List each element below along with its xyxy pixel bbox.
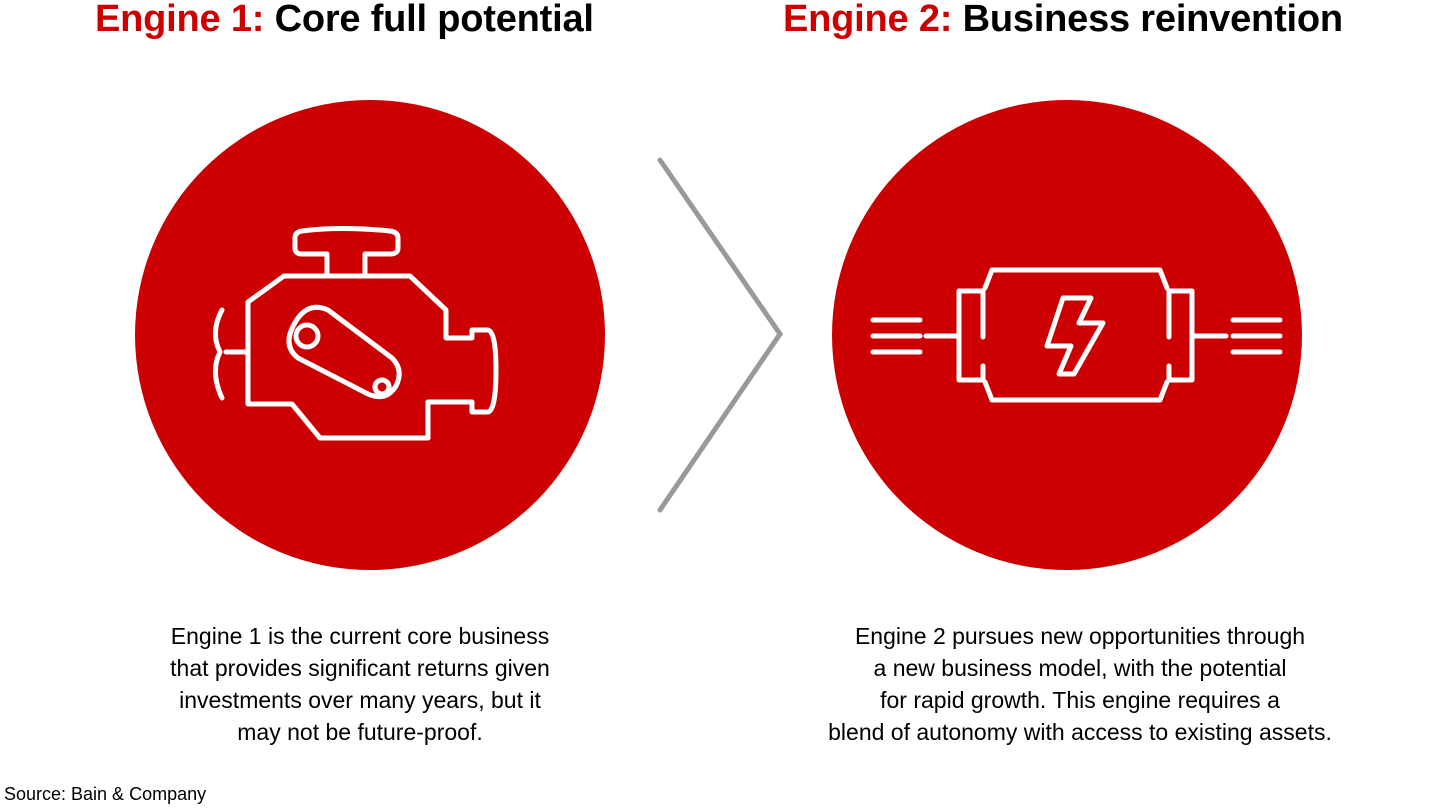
engine1-description-line: that provides significant returns given	[170, 655, 550, 681]
engine2-title: Engine 2: Business reinvention	[783, 0, 1343, 41]
chevron-right-icon	[657, 157, 784, 513]
engine1-label: Engine 1:	[95, 0, 265, 40]
engine2-description-line: blend of autonomy with access to existin…	[828, 719, 1332, 745]
engine1-description: Engine 1 is the current core business th…	[90, 620, 630, 748]
engine1-description-line: investments over many years, but it	[179, 687, 541, 713]
engine2-description: Engine 2 pursues new opportunities throu…	[770, 620, 1390, 748]
electric-motor-icon	[870, 267, 1283, 403]
engine2-description-line: Engine 2 pursues new opportunities throu…	[854, 623, 1306, 649]
engine1-heading: Core full potential	[274, 0, 594, 40]
engine2-label: Engine 2:	[783, 0, 953, 40]
engine2-heading: Business reinvention	[962, 0, 1344, 40]
source-note: Source: Bain & Company	[4, 784, 207, 804]
engine1-title: Engine 1: Core full potential	[95, 0, 594, 41]
engine1-description-line: may not be future-proof.	[237, 719, 483, 745]
engine2-description-line: for rapid growth. This engine requires a	[880, 687, 1280, 713]
engine-motor-icon	[213, 226, 499, 441]
engine2-description-line: a new business model, with the potential	[873, 655, 1287, 681]
engine1-description-line: Engine 1 is the current core business	[170, 623, 550, 649]
